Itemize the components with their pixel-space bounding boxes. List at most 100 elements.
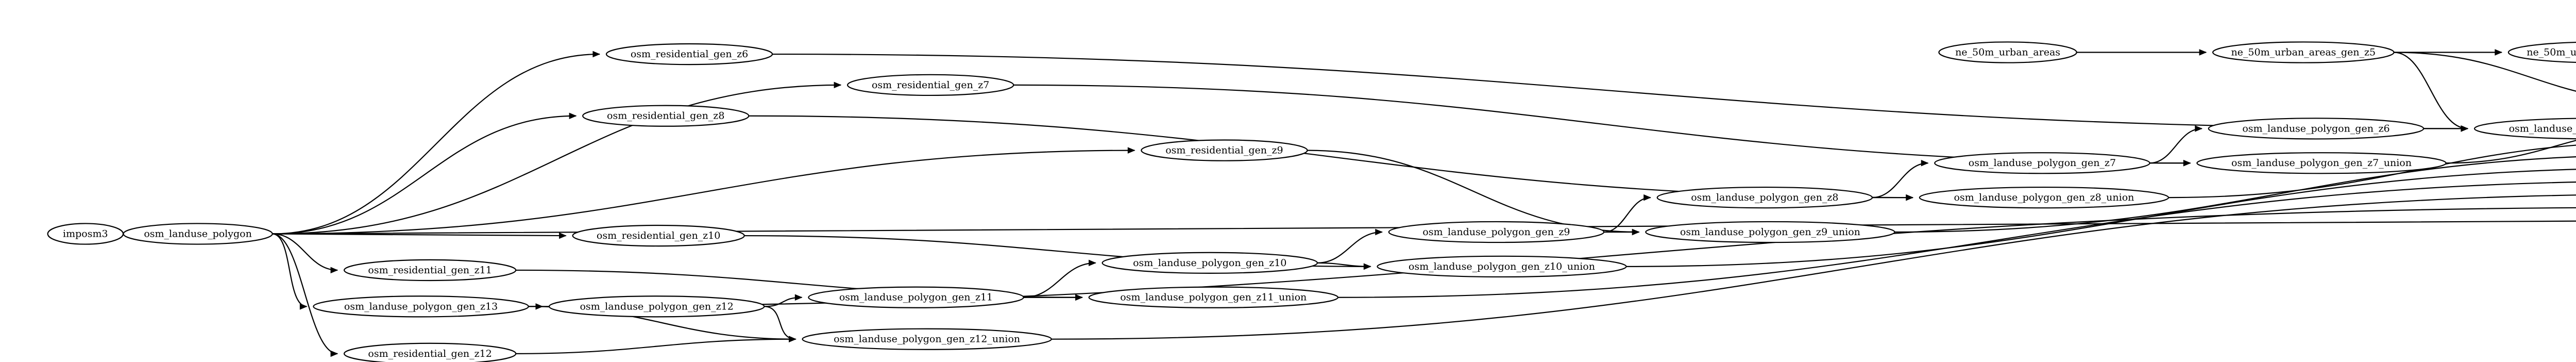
graph-edge <box>272 84 841 235</box>
graph-node-osm_landuse_polygon_gen_z6_union[interactable]: osm_landuse_polygon_gen_z6_union <box>2473 118 2576 140</box>
edge-arrowhead-icon <box>1632 228 1640 236</box>
edge-arrowhead-icon <box>1089 259 1096 267</box>
graph-edge <box>2394 52 2468 129</box>
edge-arrowhead-icon <box>794 294 803 301</box>
graph-edge <box>272 233 338 271</box>
node-label: osm_landuse_polygon_gen_z13 <box>344 301 498 312</box>
node-label: osm_landuse_polygon_gen_z12 <box>580 301 733 312</box>
node-shape <box>2507 42 2576 63</box>
node-label: osm_landuse_polygon_gen_z6_union <box>2509 123 2576 134</box>
graph-edge <box>772 53 2468 129</box>
graph-node-osm_residential_gen_z10[interactable]: osm_residential_gen_z10 <box>572 224 745 247</box>
graph-edge <box>2446 140 2576 164</box>
node-label: osm_residential_gen_z11 <box>368 265 492 276</box>
edge-arrowhead-icon <box>2461 125 2469 132</box>
node-shape <box>572 224 745 247</box>
node-shape <box>2212 41 2395 63</box>
edge-arrowhead-icon <box>2495 49 2503 56</box>
graph-node-osm_landuse_polygon_gen_z11_union[interactable]: osm_landuse_polygon_gen_z11_union <box>1088 286 1338 308</box>
node-shape <box>1388 221 1605 243</box>
graph-node-osm_landuse_polygon_gen_z8_union[interactable]: osm_landuse_polygon_gen_z8_union <box>1919 186 2170 209</box>
node-shape <box>1656 186 1873 209</box>
graph-node-osm_landuse_polygon_gen_z7[interactable]: osm_landuse_polygon_gen_z7 <box>1934 152 2150 174</box>
node-shape <box>344 342 517 362</box>
graph-node-osm_landuse_polygon_gen_z12[interactable]: osm_landuse_polygon_gen_z12 <box>548 295 765 318</box>
node-label: osm_landuse_polygon_gen_z7 <box>1969 157 2116 169</box>
edge-arrowhead-icon <box>834 81 842 89</box>
node-label: osm_landuse_polygon_gen_z8_union <box>1954 192 2134 203</box>
node-label: osm_landuse_polygon_gen_z6 <box>2242 123 2389 134</box>
graph-node-ne_50m_urban_areas_gen_z4[interactable]: ne_50m_urban_areas_gen_z4 <box>2507 42 2576 63</box>
node-shape <box>1938 41 2077 63</box>
edge-arrowhead-icon <box>569 112 577 119</box>
graph-edge <box>1626 169 2576 267</box>
edge-arrowhead-icon <box>592 51 601 58</box>
graph-edge <box>1317 231 1382 264</box>
edge-arrowhead-icon <box>1643 194 1651 201</box>
edge-arrowhead-icon <box>1127 147 1136 154</box>
graph-node-osm_landuse_polygon_gen_z8[interactable]: osm_landuse_polygon_gen_z8 <box>1656 186 1873 209</box>
edge-arrowhead-icon <box>1075 294 1083 301</box>
graph-edge <box>1894 156 2576 233</box>
graph-node-osm_landuse_polygon_gen_z9[interactable]: osm_landuse_polygon_gen_z9 <box>1388 221 1605 243</box>
node-shape <box>313 295 529 318</box>
graph-edge <box>1317 262 1371 267</box>
graph-node-ne_50m_urban_areas_gen_z5[interactable]: ne_50m_urban_areas_gen_z5 <box>2212 41 2395 63</box>
graph-edge <box>764 306 796 340</box>
edge-arrowhead-icon <box>330 267 338 274</box>
node-label: ne_50m_urban_areas_gen_z4 <box>2527 47 2576 58</box>
edges-layer <box>109 49 2576 357</box>
graph-node-osm_landuse_polygon_gen_z10[interactable]: osm_landuse_polygon_gen_z10 <box>1101 252 1318 274</box>
graph-node-osm_landuse_polygon_gen_z7_union[interactable]: osm_landuse_polygon_gen_z7_union <box>2196 152 2447 174</box>
graph-edge <box>1307 150 1639 233</box>
edge-arrowhead-icon <box>2183 159 2191 167</box>
node-shape <box>343 259 517 282</box>
graph-node-osm_residential_gen_z12[interactable]: osm_residential_gen_z12 <box>344 342 517 362</box>
edge-arrowhead-icon <box>1363 263 1371 270</box>
node-label: osm_residential_gen_z10 <box>597 230 720 241</box>
graph-node-osm_landuse_polygon_gen_z6[interactable]: osm_landuse_polygon_gen_z6 <box>2208 118 2425 140</box>
node-shape <box>1101 252 1318 274</box>
graph-node-osm_residential_gen_z6[interactable]: osm_residential_gen_z6 <box>605 43 773 65</box>
node-label: osm_landuse_polygon <box>144 228 252 240</box>
edge-arrowhead-icon <box>330 350 338 357</box>
node-shape <box>808 286 1024 308</box>
node-label: osm_landuse_polygon_gen_z10 <box>1133 257 1286 269</box>
graph-edge <box>272 233 338 354</box>
graph-node-osm_residential_gen_z11[interactable]: osm_residential_gen_z11 <box>343 259 517 282</box>
graph-edge <box>1872 162 1928 199</box>
edge-arrowhead-icon <box>1921 159 1929 167</box>
graph-edge <box>1051 194 2576 340</box>
edge-arrowhead-icon <box>1906 194 1914 201</box>
node-shape <box>2208 118 2425 140</box>
graph-node-osm_landuse_polygon_gen_z11[interactable]: osm_landuse_polygon_gen_z11 <box>808 286 1024 308</box>
graph-edge <box>2149 128 2202 164</box>
node-shape <box>802 328 1052 350</box>
graph-node-osm_residential_gen_z8[interactable]: osm_residential_gen_z8 <box>582 105 750 127</box>
graph-node-imposm3[interactable]: imposm3 <box>47 223 124 245</box>
graph-node-osm_residential_gen_z9[interactable]: osm_residential_gen_z9 <box>1141 139 1308 161</box>
node-shape <box>2196 152 2447 174</box>
node-label: osm_residential_gen_z8 <box>607 110 724 122</box>
graph-node-osm_residential_gen_z7[interactable]: osm_residential_gen_z7 <box>846 74 1014 96</box>
graph-node-ne_50m_urban_areas[interactable]: ne_50m_urban_areas <box>1938 41 2077 63</box>
graph-edge <box>1337 182 2576 298</box>
edge-arrowhead-icon <box>2195 125 2203 132</box>
node-shape <box>1934 152 2150 174</box>
graph-edge <box>2394 52 2576 92</box>
graph-node-osm_landuse_polygon_gen_z13[interactable]: osm_landuse_polygon_gen_z13 <box>313 295 529 318</box>
node-shape <box>2473 118 2576 140</box>
node-label: osm_landuse_polygon_gen_z9_union <box>1680 226 1860 238</box>
edge-arrowhead-icon <box>559 232 567 239</box>
node-label: osm_landuse_polygon_gen_z9 <box>1422 226 1570 238</box>
node-shape <box>605 43 773 65</box>
graph-node-osm_landuse_polygon_gen_z10_union[interactable]: osm_landuse_polygon_gen_z10_union <box>1377 255 1627 278</box>
graph-node-osm_landuse_polygon[interactable]: osm_landuse_polygon <box>123 223 273 245</box>
edge-arrowhead-icon <box>789 336 796 342</box>
node-label: osm_landuse_polygon_gen_z11_union <box>1120 292 1307 303</box>
graph-edge <box>272 233 307 307</box>
graph-node-osm_landuse_polygon_gen_z12_union[interactable]: osm_landuse_polygon_gen_z12_union <box>802 328 1052 350</box>
edge-arrowhead-icon <box>299 303 308 310</box>
graph-node-osm_landuse_polygon_gen_z9_union[interactable]: osm_landuse_polygon_gen_z9_union <box>1645 221 1895 243</box>
